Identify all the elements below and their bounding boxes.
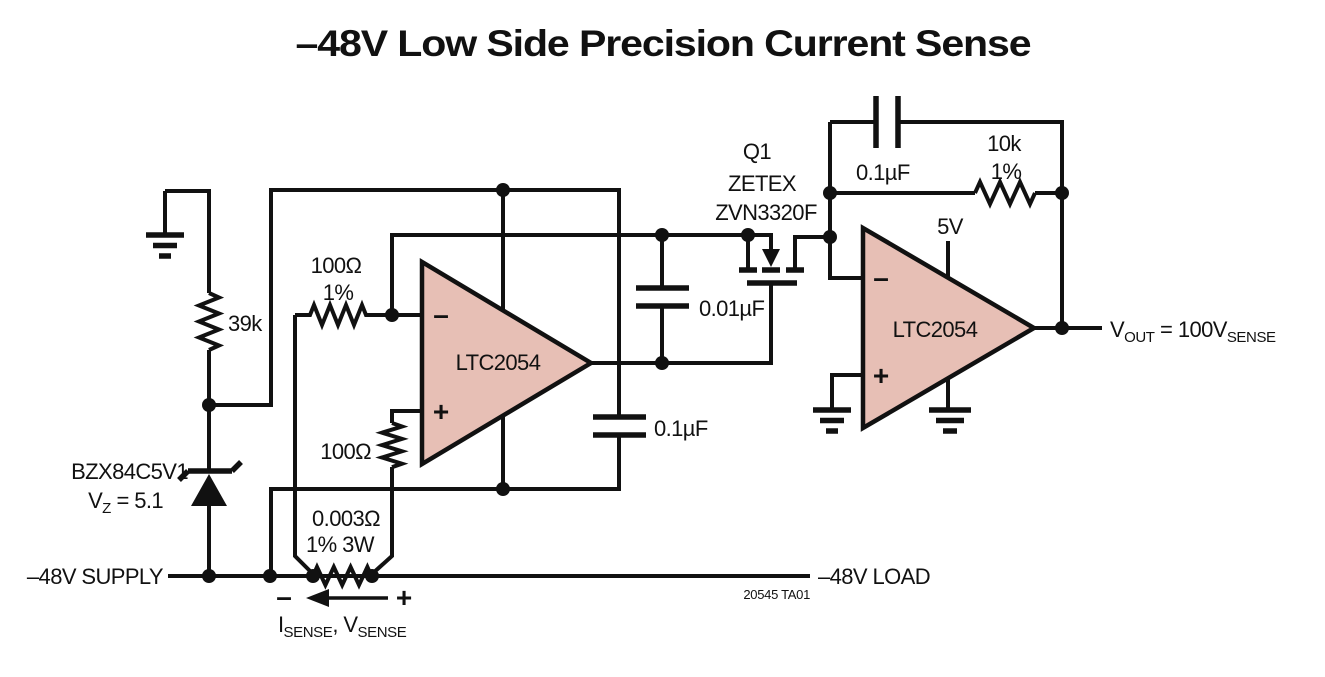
ground-symbol-top-left — [146, 232, 184, 259]
label-cbypass-value: 0.1µF — [654, 416, 708, 441]
zener-anode-triangle — [191, 474, 227, 506]
opamp2-minus-sign: – — [873, 262, 889, 293]
label-q1-part: ZVN3320F — [715, 200, 817, 225]
label-isense-vsense: ISENSE, VSENSE — [278, 612, 407, 641]
capacitor-feedback-0p1uf: 0.1µF — [856, 96, 910, 185]
opamp1-body — [419, 258, 596, 468]
label-rsense-rating: 1% 3W — [306, 532, 375, 557]
zener-tick-left — [177, 469, 190, 482]
wire-kelvin-right — [370, 467, 394, 576]
label-r100-top-tol: 1% — [323, 280, 354, 305]
label-opamp2-5v: 5V — [937, 214, 964, 239]
resistor-39k: 39k — [193, 291, 264, 352]
label-opamp2-part: LTC2054 — [893, 317, 978, 342]
capacitor-comp-0p01uf: 0.01µF — [636, 285, 765, 321]
wire-opamp1-plus-in — [390, 409, 422, 423]
junction-dots — [202, 183, 1069, 583]
sense-minus-sign: – — [276, 581, 292, 612]
zener-diode: BZX84C5V1 VZ = 5.1 — [71, 459, 243, 517]
label-q1-ref: Q1 — [743, 139, 772, 164]
wire-cfb-right — [898, 120, 1064, 328]
label-supply-net: –48V SUPPLY — [27, 564, 164, 589]
wire-gnd-to-39k — [165, 189, 211, 293]
sense-plus-sign: + — [396, 582, 412, 613]
wire-opamp1-out-gate — [591, 283, 773, 365]
ground-symbol-opamp2-pin — [929, 407, 971, 434]
wire-opamp2-minus-node — [828, 122, 863, 280]
wire-top-rail — [209, 188, 621, 417]
opamp1: – + LTC2054 — [419, 258, 596, 468]
opamp2: – + LTC2054 5V — [860, 214, 1039, 432]
label-rsense-value: 0.003Ω — [312, 506, 380, 531]
label-r100-top-value: 100Ω — [311, 253, 362, 278]
label-rfb-value: 10k — [987, 131, 1022, 156]
resistor-sense-0p003: 0.003Ω 1% 3W — [306, 506, 381, 590]
capacitor-bypass-0p1uf: 0.1µF — [593, 414, 708, 441]
wire-vminus-rail — [269, 435, 621, 576]
label-cfb-value: 0.1µF — [856, 160, 910, 185]
label-vout-equation: VOUT = 100VSENSE — [1110, 317, 1276, 346]
wire-mosfet-source — [793, 235, 830, 268]
label-opamp1-part: LTC2054 — [456, 350, 541, 375]
wire-opamp2-plus-gnd — [830, 373, 863, 410]
wires — [163, 120, 1102, 578]
opamp2-plus-sign: + — [873, 360, 889, 391]
label-zener-part: BZX84C5V1 — [71, 459, 188, 484]
opamp2-body — [860, 224, 1039, 432]
label-load-net: –48V LOAD — [818, 564, 930, 589]
label-ccomp-value: 0.01µF — [699, 296, 764, 321]
label-39k-value: 39k — [228, 311, 263, 336]
sense-annotation: – + ISENSE, VSENSE — [276, 581, 412, 641]
resistor-100ohm-bottom: 100Ω — [320, 421, 409, 470]
label-zener-vz: VZ = 5.1 — [88, 488, 163, 517]
mosfet-q1: Q1 ZETEX ZVN3320F — [715, 139, 818, 286]
label-r100-bottom-value: 100Ω — [320, 439, 371, 464]
opamp1-minus-sign: – — [433, 299, 449, 330]
label-q1-mfr: ZETEX — [728, 171, 797, 196]
sense-arrow-head — [306, 589, 329, 607]
label-rfb-tol: 1% — [991, 159, 1022, 184]
opamp1-plus-sign: + — [433, 396, 449, 427]
label-fig-id: 20545 TA01 — [743, 587, 810, 602]
zener-tick-right — [230, 460, 243, 473]
wire-kelvin-left — [293, 315, 315, 576]
resistor-100ohm-top: 100Ω 1% — [295, 253, 392, 331]
resistor-feedback-10k: 10k 1% — [973, 131, 1037, 209]
ground-symbol-opamp2-plus — [813, 407, 851, 434]
circuit-title: –48V Low Side Precision Current Sense — [296, 23, 1031, 64]
mosfet-body-arrow — [762, 249, 780, 267]
wire-inverting-line — [390, 233, 773, 315]
